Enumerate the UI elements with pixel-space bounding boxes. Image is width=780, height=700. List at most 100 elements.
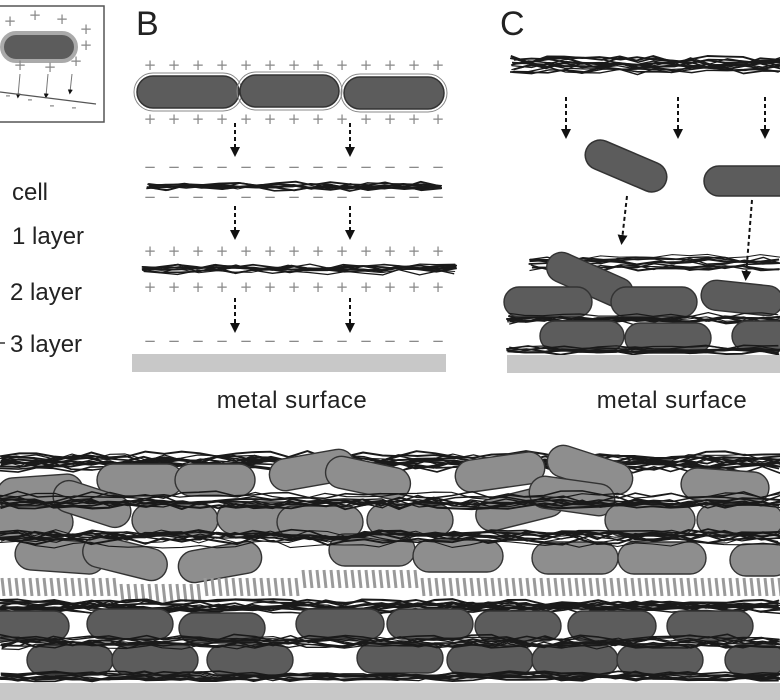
interface-stripe (77, 577, 83, 597)
biofilm-cell (111, 644, 199, 676)
interface-stripe (735, 577, 741, 597)
interface-stripe (777, 577, 780, 597)
interface-stripe (406, 569, 412, 589)
interface-stripe (609, 577, 615, 597)
interface-stripe (686, 577, 692, 597)
negative-charge: − (432, 332, 445, 350)
panel-a-field-arrows (15, 73, 73, 99)
biofilm-cell (0, 610, 70, 642)
positive-charge: + (216, 278, 229, 296)
biofilm-cell (177, 540, 263, 584)
positive-charge: + (384, 110, 397, 128)
interface-stripe (49, 577, 55, 597)
charge-sign: + (44, 58, 57, 76)
interface-stripe (525, 577, 531, 597)
panel-b-metal-surface (132, 354, 446, 372)
interface-stripe (189, 583, 195, 603)
interface-stripe (616, 577, 622, 597)
negative-charge: − (432, 158, 445, 176)
interface-stripe (623, 577, 629, 597)
eps-fiber (0, 490, 780, 500)
interface-stripe (203, 577, 209, 597)
interface-stripe (693, 577, 699, 597)
panel-c-falling-cell-1 (584, 139, 668, 193)
eps-fiber (0, 453, 780, 463)
interface-stripe (245, 577, 251, 597)
positive-charge: + (240, 242, 253, 260)
panel-b-caption: metal surface (217, 387, 368, 414)
eps-fiber (508, 311, 779, 318)
interface-stripe (161, 583, 167, 603)
interface-stripe (700, 577, 706, 597)
negative-charge: − (288, 158, 301, 176)
panel-b-fiber-layer-1 (146, 180, 443, 192)
interface-stripe (539, 577, 545, 597)
negative-charge: − (384, 158, 397, 176)
interface-stripe (665, 577, 671, 597)
panel-b-cell-3-halo (340, 73, 448, 113)
negative-charge: − (240, 158, 253, 176)
panel-d-interface-stripes (0, 569, 780, 603)
positive-charge: + (312, 278, 325, 296)
interface-stripe (287, 577, 293, 597)
positive-charge: + (264, 56, 277, 74)
panel-b-cell-2 (239, 74, 340, 108)
interface-stripe (364, 569, 370, 589)
interface-stripe (217, 577, 223, 597)
biofilm-cell (26, 644, 114, 676)
interface-stripe (462, 577, 468, 597)
interface-stripe (42, 577, 48, 597)
interface-stripe (672, 577, 678, 597)
panel-a: ++++++++---- (0, 5, 105, 123)
interface-stripe (756, 577, 762, 597)
interface-stripe (420, 577, 426, 597)
negative-charge: − (144, 332, 157, 350)
interface-stripe (651, 577, 657, 597)
eps-fiber (149, 184, 442, 192)
eps-fiber (1, 642, 780, 651)
panel-d-upper-biofilm (0, 444, 780, 584)
positive-charge: + (360, 56, 373, 74)
eps-fiber (506, 347, 780, 354)
negative-charge: − (192, 188, 205, 206)
interface-stripe (343, 569, 349, 589)
interface-stripe (588, 577, 594, 597)
interface-stripe (35, 577, 41, 597)
panel-b-charges-top: ++++++++++++++++++++++++++−−−−−−−−−−−−−−… (144, 56, 445, 350)
interface-stripe (294, 577, 300, 597)
positive-charge: + (216, 242, 229, 260)
eps-fiber (507, 317, 780, 324)
positive-charge: + (192, 56, 205, 74)
negative-charge: − (360, 158, 373, 176)
interface-stripe (392, 569, 398, 589)
charge-sign: + (14, 56, 27, 74)
positive-charge: + (264, 278, 277, 296)
interface-stripe (84, 577, 90, 597)
interface-stripe (98, 577, 104, 597)
panel-c-arrows (561, 97, 770, 281)
negative-charge: − (384, 188, 397, 206)
biofilm-cell (412, 539, 504, 573)
biofilm-cell (616, 644, 704, 676)
positive-charge: + (360, 242, 373, 260)
panel-a-inset-frame (0, 5, 105, 123)
legend-layer-3: 3 layer (10, 331, 82, 358)
interface-stripe (273, 577, 279, 597)
biofilm-cell (729, 543, 780, 577)
biofilm-cell (86, 608, 174, 640)
negative-charge: − (216, 158, 229, 176)
positive-charge: + (288, 56, 301, 74)
negative-charge: − (408, 332, 421, 350)
interface-stripe (770, 577, 776, 597)
legend-layer-1: 1 layer (12, 223, 84, 250)
positive-charge: + (240, 110, 253, 128)
positive-charge: + (264, 110, 277, 128)
panel-d-metal-surface (0, 683, 780, 700)
interface-stripe (434, 577, 440, 597)
interface-stripe (476, 577, 482, 597)
interface-stripe (399, 569, 405, 589)
legend-cell: cell (12, 179, 48, 206)
panel-c-caption: metal surface (597, 387, 748, 414)
eps-fiber (509, 315, 780, 323)
interface-stripe (371, 569, 377, 589)
